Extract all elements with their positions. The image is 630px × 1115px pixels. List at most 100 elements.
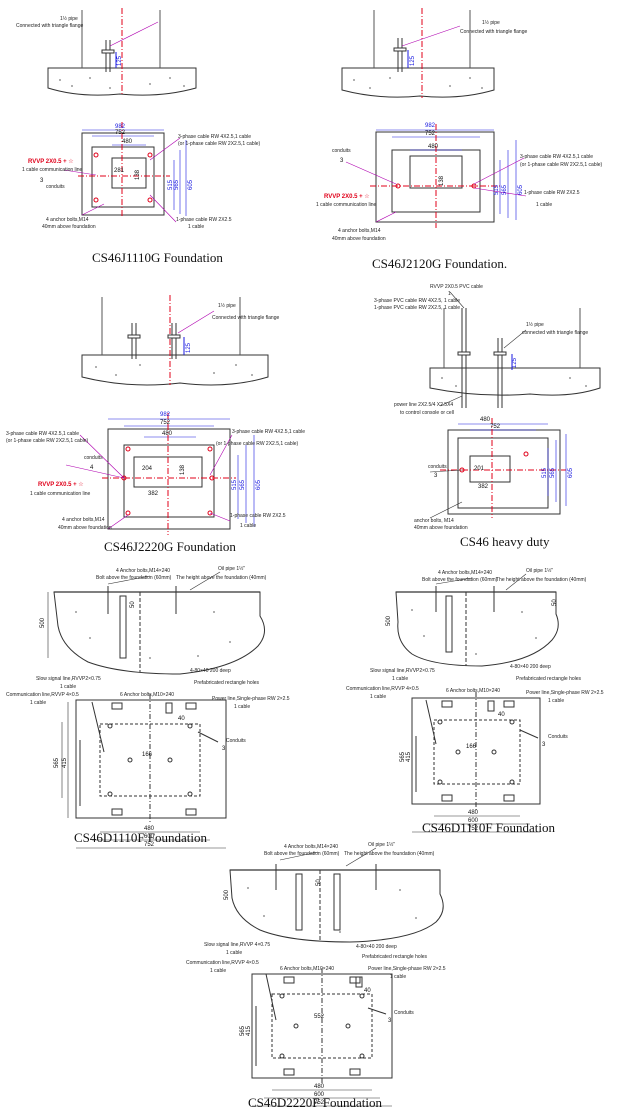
j2220-three-phase-r: 3-phase cable RW 4X2.5,1 cable	[232, 429, 305, 435]
j2220-dim-center: 480	[162, 431, 173, 437]
j1110-anchor: 4 anchor bolts,M14	[46, 217, 89, 223]
d1110a-drawing: 4 Anchor bolts,M14×240 Bolt above the fo…	[6, 565, 290, 849]
d2220-drawing: 4 Anchor bolts,M14×240 Bolt above the fo…	[186, 841, 446, 1107]
d1110b-d600: 600	[468, 818, 479, 824]
d1110a-holes2: Prefabricated rectangle holes	[194, 680, 260, 686]
heavy-pvc3: 1-phase PVC cable RW 2X2.5, 1 cable	[374, 305, 460, 311]
d1110a-d415: 415	[62, 757, 68, 768]
j2220-dim-v1: 138	[180, 464, 186, 475]
d2220-d600: 600	[314, 1092, 325, 1098]
d1110a-conduits-num: 3	[222, 746, 226, 752]
d2220-elev-pipe: Oil pipe 1½"	[368, 841, 395, 848]
d1110b-bolts: 6 Anchor bolts,M10×240	[446, 688, 500, 694]
j1110-anchor-note: 40mm above foundation	[42, 224, 96, 230]
d2220-d40: 40	[364, 988, 371, 994]
j1110-three-phase: 3-phase cable RW 4X2.5,1 cable	[178, 134, 251, 140]
j2120-elev-height: 125	[410, 55, 416, 66]
d1110a-power-n: 1 cable	[234, 704, 250, 710]
j1110-elevation	[47, 8, 197, 96]
j2220-dim-bottom: 382	[148, 491, 159, 497]
d1110b-elev-anchor-note: Bolt above the foundation (60mm)	[422, 577, 498, 583]
j2120-dim-h2: 565	[502, 184, 508, 195]
panel-j2120: 125 1½ pipe Connected with triangle flan…	[310, 0, 630, 278]
heavy-conduits: conduits	[428, 464, 447, 470]
heavy-dim-h2: 565	[550, 467, 556, 478]
d2220-elev-depth: 500	[224, 889, 230, 900]
j1110-dim-h2: 565	[174, 179, 180, 190]
j2220-elev-height: 125	[186, 342, 192, 353]
d2220-conduits-num: 3	[388, 1018, 392, 1024]
j2220-one-phase-note: 1 cable	[240, 523, 256, 529]
d1110b-holes2: Prefabricated rectangle holes	[516, 676, 582, 682]
d1110b-comm-n: 1 cable	[370, 694, 386, 700]
d2220-holes2: Prefabricated rectangle holes	[362, 954, 428, 960]
j2120-drawing: 125 1½ pipe Connected with triangle flan…	[316, 8, 603, 242]
d1110a-elev-anchor: 4 Anchor bolts,M14×240	[116, 568, 170, 574]
d2220-elev-anchor-note: Bolt above the foundation (60mm)	[264, 851, 340, 857]
heavy-flange-note: connected with triangle flange	[522, 330, 588, 336]
d1110b-conduits: Conduits	[548, 734, 568, 740]
d2220-d565: 565	[240, 1025, 246, 1036]
j2220-drawing: 125 1½ pipe Connected with triangle flan…	[6, 295, 305, 535]
j2220-conduits-num: 4	[90, 465, 94, 471]
j1110-dim-v1: 138	[135, 169, 141, 180]
d1110b-signal-n: 1 cable	[392, 676, 408, 682]
d2220-power: Power line,Single-phase RW 2×2.5	[368, 966, 446, 972]
d1110b-conduits-num: 3	[542, 742, 546, 748]
j2120-three-phase: 3-phase cable RW 4X2.5,1 cable	[520, 154, 593, 160]
heavy-plan	[429, 418, 567, 519]
j2220-elev-flange-note: Connected with triangle flange	[212, 315, 279, 321]
d1110a-d480: 480	[144, 826, 155, 832]
j2220-dim-h2: 565	[240, 479, 246, 490]
d1110b-d752: 752	[468, 826, 479, 832]
j2220-plan	[65, 413, 255, 535]
d1110a-d752: 752	[144, 842, 155, 848]
d1110a-plan	[61, 694, 227, 849]
j2220-one-phase: 1-phase cable RW 2X2.5	[230, 513, 286, 519]
d1110b-elev-pipe-note: The height above the foundation (40mm)	[496, 577, 587, 583]
j2120-cable-red: RVVP 2X0.5 + ☆	[324, 193, 370, 200]
j2120-dim-outer: 982	[425, 123, 436, 129]
d2220-d552: 552	[314, 1014, 325, 1020]
j1110-drawing: 125 1½ pipe Connected with triangle flan…	[16, 8, 261, 230]
d1110a-holes: 4-80×40 200 deep	[190, 668, 231, 674]
j2120-anchor: 4 anchor bolts,M14	[338, 228, 381, 234]
d1110b-d40: 40	[498, 712, 505, 718]
j1110-elev-height: 125	[117, 55, 123, 66]
heavy-elev-height: 125	[512, 357, 518, 368]
d1110a-elev-anchor-note: Bolt above the foundation (60mm)	[96, 575, 172, 581]
heavy-dim-h3: 605	[568, 467, 574, 478]
d1110b-elev-pipe: Oil pipe 1½"	[526, 567, 553, 574]
d1110b-elev-depth: 500	[386, 615, 392, 626]
d2220-plan	[251, 968, 393, 1107]
j1110-cable-red: RVVP 2X0.5 + ☆	[28, 158, 74, 165]
j2220-conduits: conduits	[84, 455, 103, 461]
d1110a-power: Power line,Single-phase RW 2×2.5	[212, 696, 290, 702]
j2120-dim-v1: 138	[439, 175, 445, 186]
d1110a-signal-n: 1 cable	[60, 684, 76, 690]
d2220-elevation	[229, 847, 444, 943]
heavy-pvc1-note: 1	[448, 291, 451, 297]
j2120-dim-h3: 605	[518, 184, 524, 195]
d1110b-holes: 4-80×40 200 deep	[510, 664, 551, 670]
j2120-elevation	[341, 8, 495, 98]
d2220-elev-pipe-note: The height above the foundation (40mm)	[344, 851, 435, 857]
d1110a-comm-n: 1 cable	[30, 700, 46, 706]
heavy-pvc2: 3-phase PVC cable RW 4X2.5, 1 cable	[374, 298, 460, 304]
d1110a-elev-depth: 500	[40, 617, 46, 628]
j2120-one-phase-alt: (or 1-phase cable RW 2X2.5,1 cable)	[520, 162, 603, 168]
j2120-elev-flange-size: 1½ pipe	[482, 19, 500, 26]
j1110-dim-center: 480	[122, 139, 133, 145]
j2220-anchor-note: 40mm above foundation	[58, 525, 112, 531]
heavy-conduits-num: 3	[434, 473, 438, 479]
d1110b-elev-h: 50	[552, 599, 558, 606]
d1110b-power: Power line,Single-phase RW 2×2.5	[526, 690, 604, 696]
heavy-panel-note: power line 2X2.5/4 X2.5X4	[394, 402, 453, 408]
d2220-power-n: 1 cable	[390, 974, 406, 980]
j1110-conduits-num: 3	[40, 178, 44, 184]
j2220-elev-flange-size: 1½ pipe	[218, 302, 236, 309]
d1110a-elev-pipe: Oil pipe 1½"	[218, 565, 245, 572]
j2120-cable-red-note: 1 cable communication line	[316, 202, 377, 208]
j2220-dim-outer: 982	[160, 412, 171, 418]
d1110a-signal: Slow signal line,RVVP2×0.75	[36, 676, 101, 682]
